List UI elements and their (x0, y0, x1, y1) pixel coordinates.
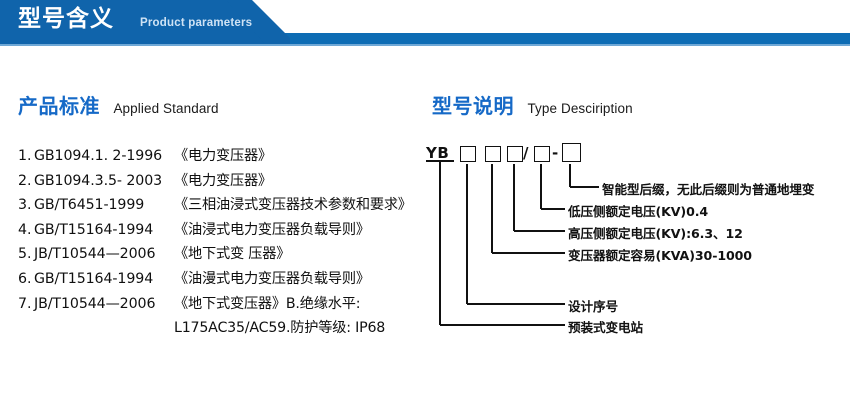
list-item-name: 《三相油浸式变压器技术参数和要求》 (174, 197, 412, 214)
list-item: 3. GB/T6451-1999 《三相油浸式变压器技术参数和要求》 (18, 194, 438, 219)
list-item-name: 《电力变压器》 (174, 148, 272, 164)
model-code-box-2 (485, 146, 501, 162)
list-item-code: GB/T6451-1999 (34, 197, 145, 214)
model-code-box-5 (562, 143, 581, 162)
standard-list: 1. GB1094.1. 2-1996 《电力变压器》 2. GB1094.3.… (18, 145, 438, 342)
list-item-name: 《地下式变压器》B.绝缘水平: (174, 295, 361, 312)
list-item: 4. GB/T15164-1994 《油浸式电力变压器负载导则》 (18, 219, 438, 244)
section-heading-type-cn: 型号说明 (432, 94, 514, 118)
annotation-substation-type: 预装式变电站 (568, 320, 643, 335)
list-item-number: 1. (18, 148, 32, 164)
annotation-lv-rated-voltage: 低压侧额定电压(KV)0.4 (568, 204, 709, 219)
section-heading-standard: 产品标准 Applied Standard (18, 90, 219, 119)
section-heading-type: 型号说明 Type Desciription (432, 90, 633, 119)
list-item-name: 《油漫式电力变压器负载导则》 (174, 270, 370, 287)
list-item-code: JB/T10544—2006 (34, 295, 156, 312)
annotation-design-serial: 设计序号 (568, 299, 618, 314)
section-heading-type-en: Type Desciription (527, 101, 633, 116)
list-item-code: GB/T15164-1994 (34, 270, 154, 287)
leader-lines (426, 160, 599, 326)
page-subtitle: Product parameters (140, 17, 253, 29)
model-code-diagram: YB / - 智能型后缀，无此后缀则为普通地埋变 低压侧额定电压(KV)0.4 … (424, 140, 850, 340)
list-item: 7. JB/T10544—2006 《地下式变压器》B.绝缘水平: (18, 293, 438, 318)
header-title-block (0, 0, 290, 44)
list-item-code: JB/T10544—2006 (34, 246, 156, 263)
annotation-hv-rated-voltage: 高压侧额定电压(KV):6.3、12 (568, 226, 743, 241)
list-item-code: GB/T15164-1994 (34, 221, 154, 238)
model-code-box-3 (507, 146, 523, 162)
list-item-code: GB1094.1. 2-1996 (34, 148, 163, 164)
model-code-slash: / (523, 144, 529, 162)
list-item-number: 5. (18, 246, 32, 263)
header-accent-bar-shadow (0, 44, 850, 46)
list-item-number: 4. (18, 221, 32, 238)
list-item-name: 《油浸式电力变压器负载导则》 (174, 221, 370, 238)
header-title-block-inner (0, 0, 265, 44)
list-item-number: 6. (18, 270, 32, 287)
list-item-number: 2. (18, 172, 32, 189)
list-item: 5. JB/T10544—2006 《地下式变 压器》 (18, 243, 438, 268)
annotation-smart-suffix: 智能型后缀，无此后缀则为普通地埋变 (602, 182, 815, 197)
list-item-code: GB1094.3.5- 2003 (34, 172, 163, 189)
list-item-number: 7. (18, 295, 32, 312)
section-heading-standard-cn: 产品标准 (18, 94, 100, 118)
model-code-box-1 (460, 146, 476, 162)
section-heading-standard-en: Applied Standard (113, 101, 219, 116)
list-item: 1. GB1094.1. 2-1996 《电力变压器》 (18, 145, 438, 170)
page-title: 型号含义 (18, 6, 114, 32)
list-item-continuation: L175AC35/AC59.防护等级: IP68 (174, 320, 386, 337)
list-item: 2. GB1094.3.5- 2003 《电力变压器》 (18, 170, 438, 195)
page-header: 型号含义 Product parameters (0, 0, 850, 50)
list-item-name: 《地下式变 压器》 (174, 246, 291, 263)
header-accent-bar (0, 33, 850, 44)
list-item-name: 《电力变压器》 (174, 172, 272, 189)
list-item-number: 3. (18, 197, 32, 214)
model-code-dash: - (552, 144, 559, 162)
annotation-rated-capacity: 变压器额定容易(KVA)30-1000 (568, 248, 752, 263)
model-code-box-4 (534, 146, 550, 162)
model-code-prefix: YB (426, 144, 450, 162)
list-item: 6. GB/T15164-1994 《油漫式电力变压器负载导则》 (18, 268, 438, 293)
